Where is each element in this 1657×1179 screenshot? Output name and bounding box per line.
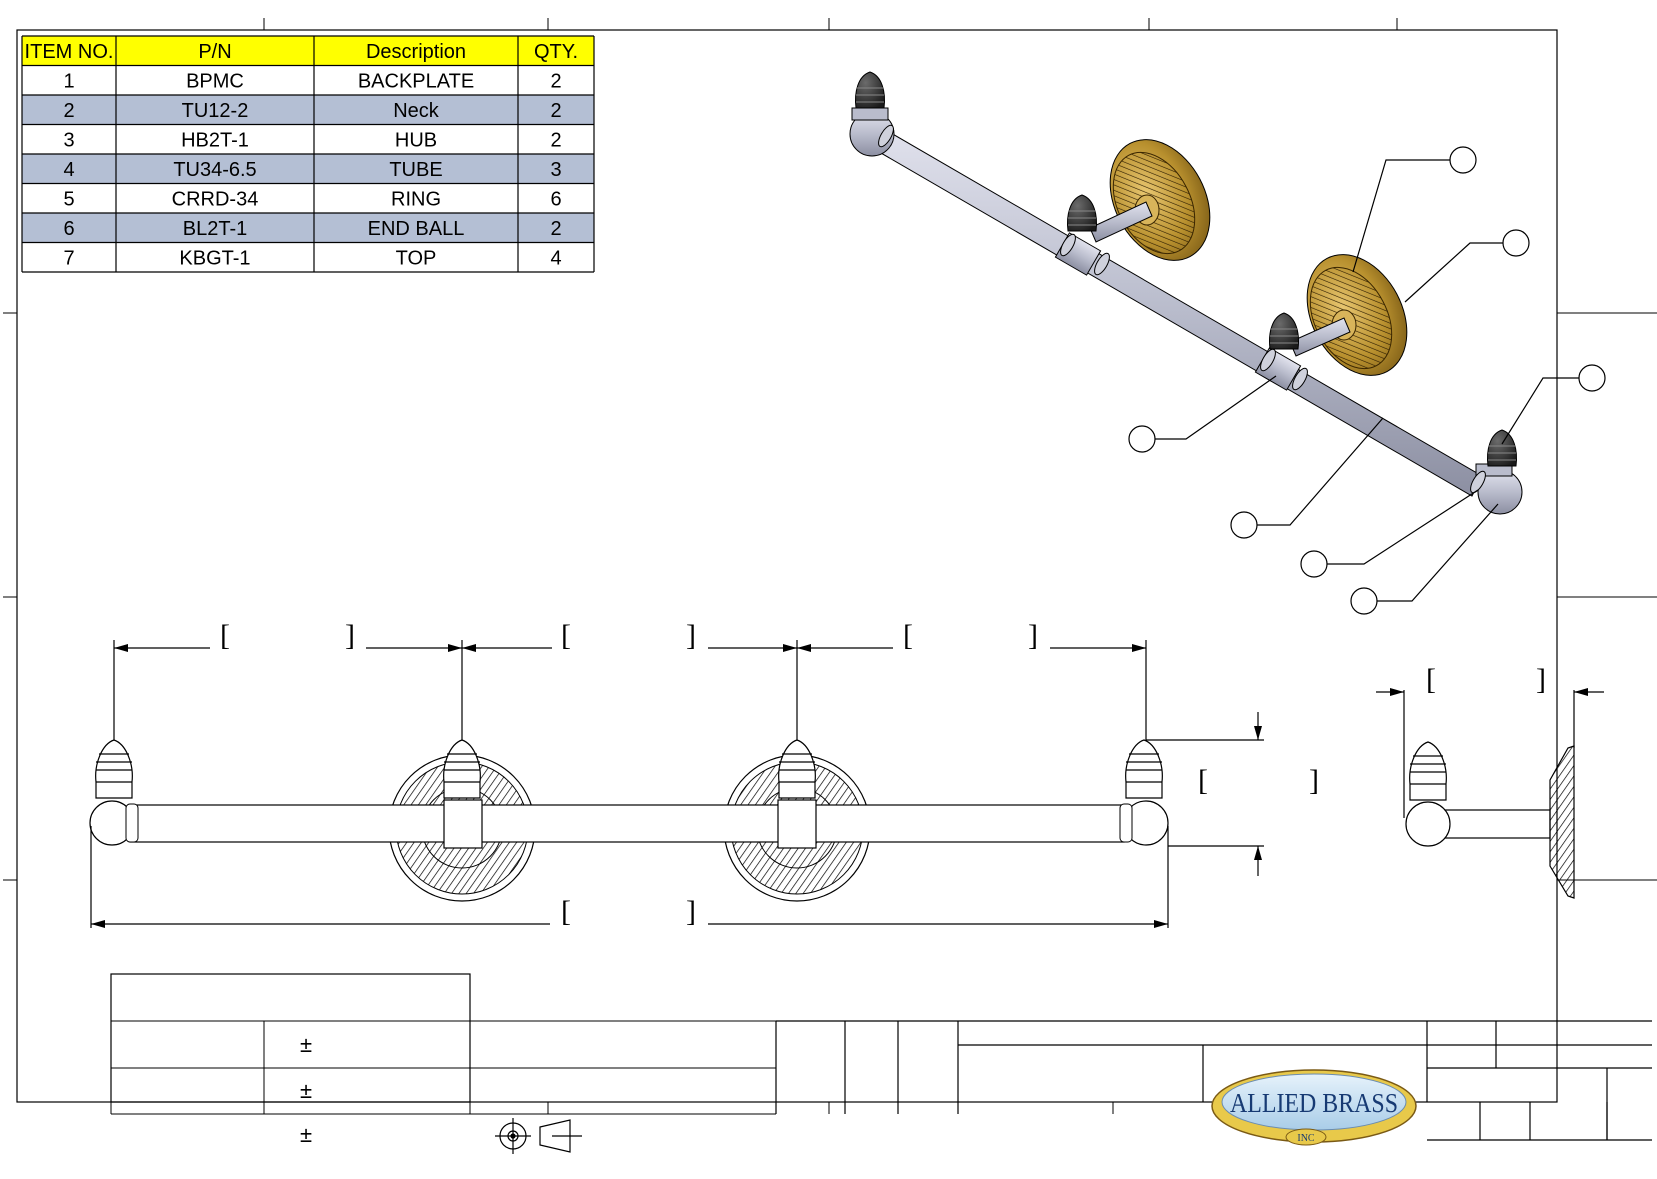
side-view: [ ] bbox=[1376, 663, 1604, 899]
bom-row bbox=[22, 183, 594, 213]
bom-row bbox=[22, 242, 594, 272]
dimension-overall-length: [ ] bbox=[90, 826, 1169, 928]
front-tube bbox=[129, 804, 1125, 843]
bom-cell: TUBE bbox=[389, 159, 442, 181]
isometric-view bbox=[849, 71, 1606, 615]
logo-name: ALLIED BRASS bbox=[1230, 1088, 1398, 1118]
neck-2 bbox=[1289, 317, 1351, 357]
bom-cell: 2 bbox=[550, 100, 561, 122]
dimension-lines-top: [ ] [ ] [ ] bbox=[113, 619, 1147, 740]
bom-cell: 2 bbox=[63, 100, 74, 122]
svg-text:[: [ bbox=[1198, 764, 1208, 797]
bom-cell: 3 bbox=[550, 159, 561, 181]
dimension-height: [ ] bbox=[1146, 712, 1319, 876]
balloon-callouts bbox=[1128, 146, 1606, 615]
bom-cell: END BALL bbox=[368, 218, 465, 240]
bom-header-cell: Description bbox=[366, 41, 466, 63]
bom-cell: HB2T-1 bbox=[181, 129, 249, 151]
front-view: [ ] [ ] [ ] [ ] [ ] bbox=[89, 619, 1319, 928]
bom-cell: 2 bbox=[550, 129, 561, 151]
neck-1 bbox=[1089, 201, 1153, 243]
front-hub-right bbox=[777, 799, 817, 849]
svg-text:[: [ bbox=[561, 895, 571, 928]
bom-row bbox=[22, 154, 594, 184]
bom-cell: TOP bbox=[396, 247, 437, 269]
bom-cell: HUB bbox=[395, 129, 437, 151]
bom-cell: TU12-2 bbox=[182, 100, 249, 122]
bom-cell: 6 bbox=[550, 188, 561, 210]
front-end-ball-right bbox=[1119, 800, 1169, 846]
svg-text:[: [ bbox=[1426, 663, 1436, 696]
svg-text:]: ] bbox=[1309, 764, 1319, 797]
bom-cell: 6 bbox=[63, 218, 74, 240]
svg-text:[: [ bbox=[903, 619, 913, 652]
svg-text:]: ] bbox=[686, 895, 696, 928]
bom-header-cell: P/N bbox=[198, 41, 231, 63]
bom-row bbox=[22, 65, 594, 95]
bom-cell: 5 bbox=[63, 188, 74, 210]
svg-text:[: [ bbox=[561, 619, 571, 652]
bom-cell: BL2T-1 bbox=[183, 218, 247, 240]
bom-cell: BACKPLATE bbox=[358, 70, 474, 92]
rings bbox=[878, 124, 1486, 494]
title-block bbox=[775, 1020, 1652, 1141]
bom-header-cell: QTY. bbox=[534, 41, 578, 63]
tolerance-block: ± ± ± bbox=[110, 973, 776, 1147]
svg-text:[: [ bbox=[220, 619, 230, 652]
bom-cell: KBGT-1 bbox=[179, 247, 250, 269]
svg-text:]: ] bbox=[686, 619, 696, 652]
bom-cell: 1 bbox=[63, 70, 74, 92]
bom-header-cell: ITEM NO. bbox=[25, 41, 114, 63]
bom-row bbox=[22, 95, 594, 125]
allied-brass-logo: ALLIED BRASS INC bbox=[1211, 1069, 1417, 1146]
bom-row bbox=[22, 213, 594, 243]
tolerance-symbol-2: ± bbox=[300, 1078, 312, 1103]
tolerance-symbol-1: ± bbox=[300, 1032, 312, 1057]
logo-sub: INC bbox=[1297, 1133, 1315, 1144]
front-knobs bbox=[95, 739, 1163, 799]
bom-cell: RING bbox=[391, 188, 441, 210]
bom-cell: BPMC bbox=[186, 70, 244, 92]
svg-text:]: ] bbox=[1028, 619, 1038, 652]
bom-cell: 3 bbox=[63, 129, 74, 151]
bom-cell: 4 bbox=[550, 247, 561, 269]
bom-row bbox=[22, 124, 594, 154]
bom-cell: 2 bbox=[550, 218, 561, 240]
top-knobs bbox=[855, 71, 1517, 467]
backplate-1 bbox=[1109, 139, 1211, 261]
bom-cell: Neck bbox=[393, 100, 440, 122]
bom-header-row bbox=[22, 36, 594, 66]
bom-cell: 2 bbox=[550, 70, 561, 92]
front-end-ball-left bbox=[89, 800, 139, 846]
bom-cell: CRRD-34 bbox=[172, 188, 259, 210]
bom-cell: 7 bbox=[63, 247, 74, 269]
tolerance-symbol-3: ± bbox=[300, 1122, 312, 1147]
backplate-2 bbox=[1306, 254, 1408, 376]
svg-text:]: ] bbox=[345, 619, 355, 652]
bill-of-materials-table: ITEM NO. P/N Description QTY. 1 BPMC BACKPLATE… bbox=[21, 35, 595, 273]
bom-cell: TU34-6.5 bbox=[173, 159, 256, 181]
bom-cell: 4 bbox=[63, 159, 74, 181]
third-angle-projection-symbol bbox=[495, 1118, 582, 1154]
svg-text:]: ] bbox=[1536, 663, 1546, 696]
front-hub-left bbox=[443, 799, 483, 849]
